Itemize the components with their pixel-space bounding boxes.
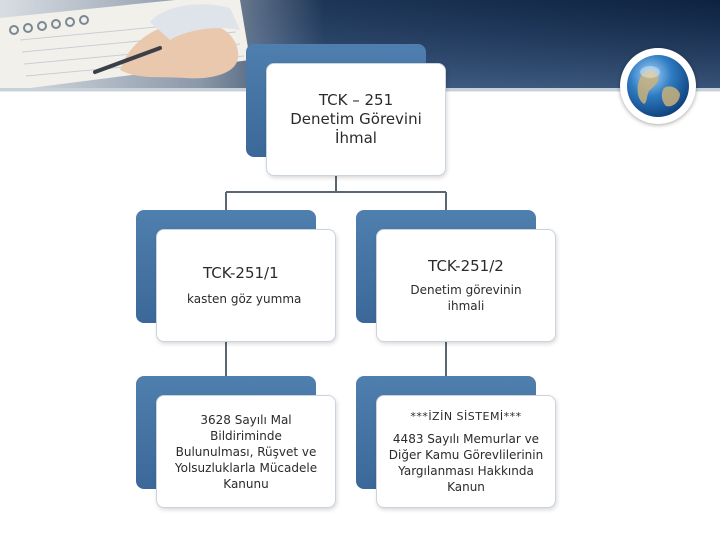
right-leaf-line: Yargılanması Hakkında [398, 463, 534, 478]
left-leaf-line: Bildiriminde [210, 428, 282, 443]
left-leaf-line: 3628 Sayılı Mal [200, 412, 292, 427]
globe-logo [620, 48, 696, 124]
right-leaf-card: ***İZİN SİSTEMİ*** 4483 Sayılı Memurlar … [376, 395, 556, 508]
right-leaf-note: ***İZİN SİSTEMİ*** [410, 409, 522, 423]
left-branch-desc: kasten göz yumma [187, 292, 302, 306]
notebook-writing-photo [0, 0, 720, 88]
right-leaf-line: Diğer Kamu Görevlilerinin [388, 447, 544, 462]
root-subtitle-line1: Denetim Görevini [290, 110, 422, 128]
right-branch-code: TCK-251/2 [428, 257, 504, 275]
right-branch-card: TCK-251/2 Denetim görevinin ihmali [376, 229, 556, 342]
root-node-card: TCK – 251 Denetim Görevini İhmal [266, 63, 446, 176]
left-leaf-card: 3628 Sayılı Mal Bildiriminde Bulunulması… [156, 395, 336, 508]
left-leaf-line: Bulunulması, Rüşvet ve [175, 444, 317, 459]
globe-icon [627, 55, 689, 117]
root-subtitle-line2: İhmal [335, 129, 377, 147]
right-leaf-line: Kanun [447, 479, 485, 494]
left-branch-code: TCK-251/1 [203, 264, 279, 282]
left-leaf-line: Kanunu [223, 476, 269, 491]
right-branch-desc-line2: ihmali [447, 299, 485, 313]
right-branch-desc-line1: Denetim görevinin [410, 283, 522, 297]
header-banner [0, 0, 720, 88]
root-title: TCK – 251 [318, 91, 394, 109]
right-leaf-line: 4483 Sayılı Memurlar ve [392, 431, 540, 446]
left-branch-card: TCK-251/1 kasten göz yumma [156, 229, 336, 342]
left-leaf-line: Yolsuzluklarla Mücadele [174, 460, 318, 475]
